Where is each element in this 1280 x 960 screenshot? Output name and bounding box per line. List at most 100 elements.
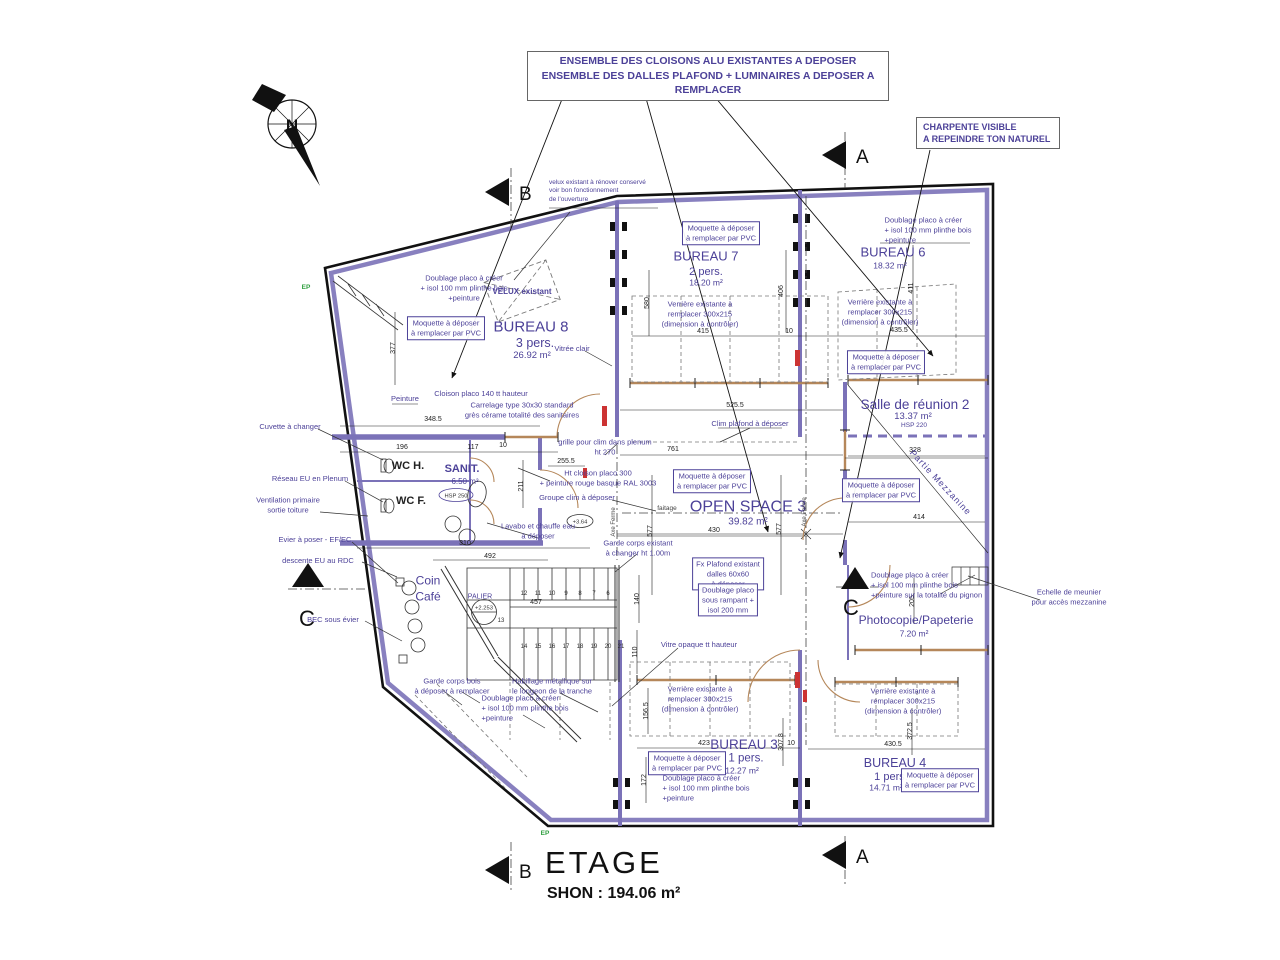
svg-text:13: 13: [498, 618, 505, 624]
svg-text:9: 9: [564, 591, 568, 597]
room-bureau6-name: BUREAU 6: [860, 244, 926, 260]
dim-label: 430.5: [884, 741, 902, 748]
dim-label: 255.5: [557, 458, 575, 465]
ann-reseau-eu: Réseau EU en Plenum: [271, 474, 349, 484]
ep-mark-left: EP: [301, 283, 311, 291]
ann-moquette-salle-bottom: Moquette à déposer à remplacer par PVC: [841, 478, 921, 502]
windows: [504, 375, 989, 687]
staircase: [440, 565, 620, 743]
dim-label: 196: [396, 444, 408, 451]
dim-label: 307.8: [778, 733, 785, 751]
section-markers: A A B B C C: [292, 141, 869, 884]
room-bureau7-name: BUREAU 7: [673, 248, 739, 264]
ann-moquette-salle-top: Moquette à déposer à remplacer par PVC: [846, 350, 926, 374]
room-bureau7-area: 18.20 m²: [689, 277, 723, 288]
dashed-construction: [414, 283, 959, 789]
section-a-bottom-triangle: [822, 841, 846, 869]
dim-label: 10: [499, 442, 507, 449]
ann-ventilation: Ventilation primaire sortie toiture: [256, 495, 320, 514]
section-b-top-triangle: [485, 178, 509, 206]
interior-walls: [332, 190, 985, 826]
room-open-space-area: 39.82 m²: [728, 516, 768, 528]
ann-bec: BEC sous évier: [307, 615, 359, 625]
room-wc-h-name: WC H.: [391, 459, 425, 472]
svg-text:20: 20: [605, 644, 612, 650]
room-bureau4-area: 14.71 m²: [869, 782, 903, 793]
dim-label: 761: [667, 446, 679, 453]
dim-label: 580: [644, 297, 651, 309]
room-bureau3-occupancy: 1 pers.: [728, 752, 764, 765]
room-bureau8-name: BUREAU 8: [493, 318, 569, 336]
verriere-bureau7: [631, 295, 829, 383]
level-markers: +3.64 HSP 250 +2.253: [438, 488, 594, 612]
dim-label: 377: [390, 342, 397, 354]
dim-label: 328: [909, 447, 921, 454]
svg-text:12: 12: [521, 591, 528, 597]
svg-text:10: 10: [549, 591, 556, 597]
svg-text:16: 16: [549, 644, 556, 650]
dim-label: 430: [708, 527, 720, 534]
dim-label: 415: [697, 328, 709, 335]
ann-peinture: Peinture: [391, 394, 419, 404]
velux-note: velux existant à rénover conservé voir b…: [549, 179, 646, 203]
ann-moquette-bureau8: Moquette à déposer à remplacer par PVC: [406, 316, 486, 340]
dim-label: 411: [908, 282, 915, 293]
ann-evier: Evier à poser - EF/EC: [278, 535, 352, 545]
sanit-hsp: HSP 250: [444, 494, 467, 500]
section-c-left-triangle: [292, 563, 324, 587]
section-b-top-letter: B: [519, 184, 532, 205]
ann-cuvette: Cuvette à changer: [259, 422, 321, 432]
ann-verriere-bureau6: Verrière existante à remplacer 300x215 (…: [841, 297, 919, 326]
room-sanit-area: 6.50 m²: [451, 476, 479, 486]
dim-label: 372.5: [907, 722, 914, 740]
ann-verriere-bureau3: Verrière existante à remplacer 300x215 (…: [661, 684, 739, 713]
red-marks: [583, 350, 807, 702]
dim-label: 457: [530, 599, 542, 606]
room-bureau3-area: 12.27 m²: [725, 765, 759, 776]
dim-label: 577: [776, 523, 783, 535]
ep-mark-bottom: EP: [540, 829, 550, 837]
dim-label: 140: [634, 593, 641, 605]
svg-text:7: 7: [592, 591, 596, 597]
window-ticks: [504, 375, 989, 687]
room-bureau8-occupancy: 3 pers.: [515, 335, 555, 350]
north-compass: N: [252, 84, 320, 186]
dim-label: 310: [459, 540, 471, 547]
ann-garde-corps-bois: Garde corps bois à déposer à remplacer: [414, 676, 490, 695]
room-bureau8-area: 26.92 m²: [513, 349, 551, 361]
section-c-right-letter: C: [843, 595, 859, 620]
room-salle-reunion-name: Salle de réunion 2: [860, 397, 970, 413]
ann-echelle: Echelle de meunier pour accès mezzanine: [1031, 587, 1107, 606]
dim-label: 172: [641, 774, 648, 786]
dim-label: 10: [785, 328, 793, 335]
ann-verriere-bureau4: Verrière existante à remplacer 300x215 (…: [864, 686, 942, 715]
ann-grille-clim: grille pour clim dans plenum ht 270: [558, 437, 652, 456]
banner-leader-2: [641, 83, 770, 533]
ladder-hatch: [332, 275, 404, 331]
dim-label: 117: [467, 444, 478, 451]
dim-label: 423: [698, 740, 710, 747]
ann-ht-cloison: Ht cloison placo 300 + peinture rouge ba…: [539, 468, 657, 487]
dim-label: 211: [518, 480, 525, 491]
svg-text:19: 19: [591, 644, 598, 650]
dim-label: 205: [909, 595, 916, 607]
room-open-space-name: OPEN SPACE 3: [689, 498, 807, 516]
ann-moquette-bureau3: Moquette à déposer à remplacer par PVC: [647, 751, 727, 775]
ann-moquette-bureau4: Moquette à déposer à remplacer par PVC: [900, 768, 980, 792]
charpente-line1: CHARPENTE VISIBLE: [923, 122, 1017, 132]
ann-moquette-bureau7: Moquette à déposer à remplacer par PVC: [681, 221, 761, 245]
room-salle-reunion-hsp: HSP 220: [901, 421, 927, 429]
ann-doublage-rampant: Doublage placo sous rampant + isol 200 m…: [697, 583, 759, 617]
ann-faitage: faitage: [657, 504, 677, 512]
section-b-bottom-letter: B: [519, 862, 532, 883]
stair-numbers: 12 11 10 9 8 7 6 14 15 16 17 18 19 20 21…: [498, 591, 625, 650]
dim-label: 435.5: [890, 327, 908, 334]
charpente-note: CHARPENTE VISIBLE A REPEINDRE TON NATURE…: [916, 117, 1060, 150]
ann-verriere-bureau7: Verrière existante à remplacer 300x215 (…: [661, 299, 739, 328]
north-letter: N: [286, 116, 298, 135]
room-bureau3-name: BUREAU 3: [710, 737, 778, 753]
floor-title: ETAGE: [545, 845, 663, 880]
room-wc-f-name: WC F.: [396, 494, 426, 507]
